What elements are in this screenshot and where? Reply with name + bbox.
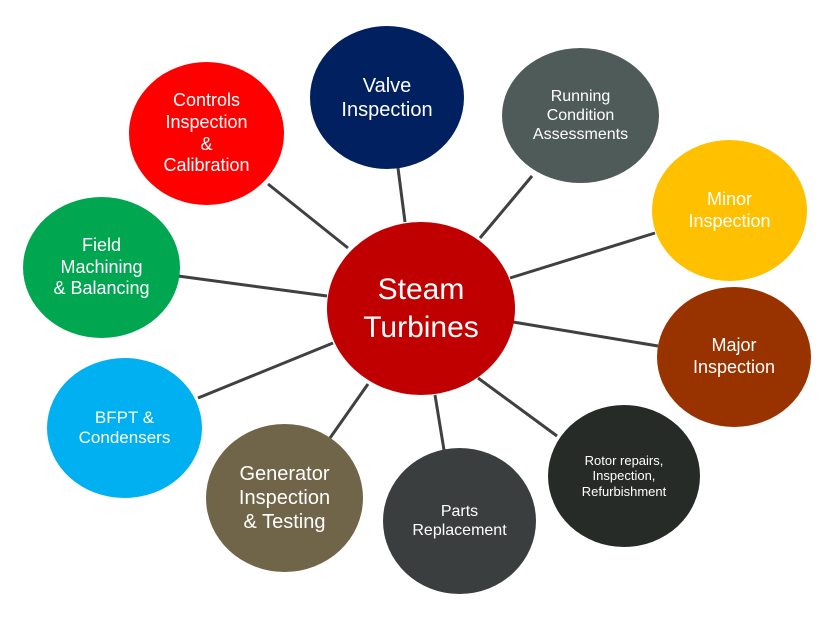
connector-generator <box>328 383 370 439</box>
center-node-steam-turbines: Steam Turbines <box>327 222 515 395</box>
node-running-condition-assessments-label: Running Condition Assessments <box>532 87 629 144</box>
node-major-inspection-label: Major Inspection <box>692 335 776 377</box>
node-field-machining-balancing-label: Field Machining & Balancing <box>53 235 150 299</box>
node-valve-inspection-label: Valve Inspection <box>341 74 433 121</box>
connector-controls <box>267 182 349 250</box>
node-valve-inspection: Valve Inspection <box>310 26 464 169</box>
node-rotor-repairs: Rotor repairs, Inspection, Refurbishment <box>548 405 700 547</box>
node-bfpt-condensers: BFPT & Condensers <box>47 358 202 498</box>
node-generator-inspection-testing-label: Generator Inspection & Testing <box>238 463 331 533</box>
connector-minor <box>509 231 656 280</box>
node-rotor-repairs-label: Rotor repairs, Inspection, Refurbishment <box>581 452 667 499</box>
connector-running <box>478 175 534 239</box>
node-major-inspection: Major Inspection <box>657 287 811 427</box>
connector-rotor <box>477 376 558 438</box>
connector-parts <box>433 394 446 451</box>
node-generator-inspection-testing: Generator Inspection & Testing <box>206 424 363 572</box>
center-node-label: Steam Turbines <box>363 273 479 344</box>
node-controls-inspection-calibration: Controls Inspection & Calibration <box>129 62 284 205</box>
node-field-machining-balancing: Field Machining & Balancing <box>23 197 180 338</box>
connector-major <box>512 320 659 348</box>
connector-valve <box>396 167 407 223</box>
node-controls-inspection-calibration-label: Controls Inspection & Calibration <box>163 90 250 176</box>
node-parts-replacement: Parts Replacement <box>383 448 536 594</box>
node-bfpt-condensers-label: BFPT & Condensers <box>78 407 171 447</box>
node-minor-inspection-label: Minor Inspection <box>688 188 771 231</box>
node-parts-replacement-label: Parts Replacement <box>412 502 507 539</box>
node-minor-inspection: Minor Inspection <box>652 140 807 281</box>
node-running-condition-assessments: Running Condition Assessments <box>502 48 659 183</box>
connector-field <box>177 274 328 298</box>
connector-bfpt <box>197 341 334 400</box>
